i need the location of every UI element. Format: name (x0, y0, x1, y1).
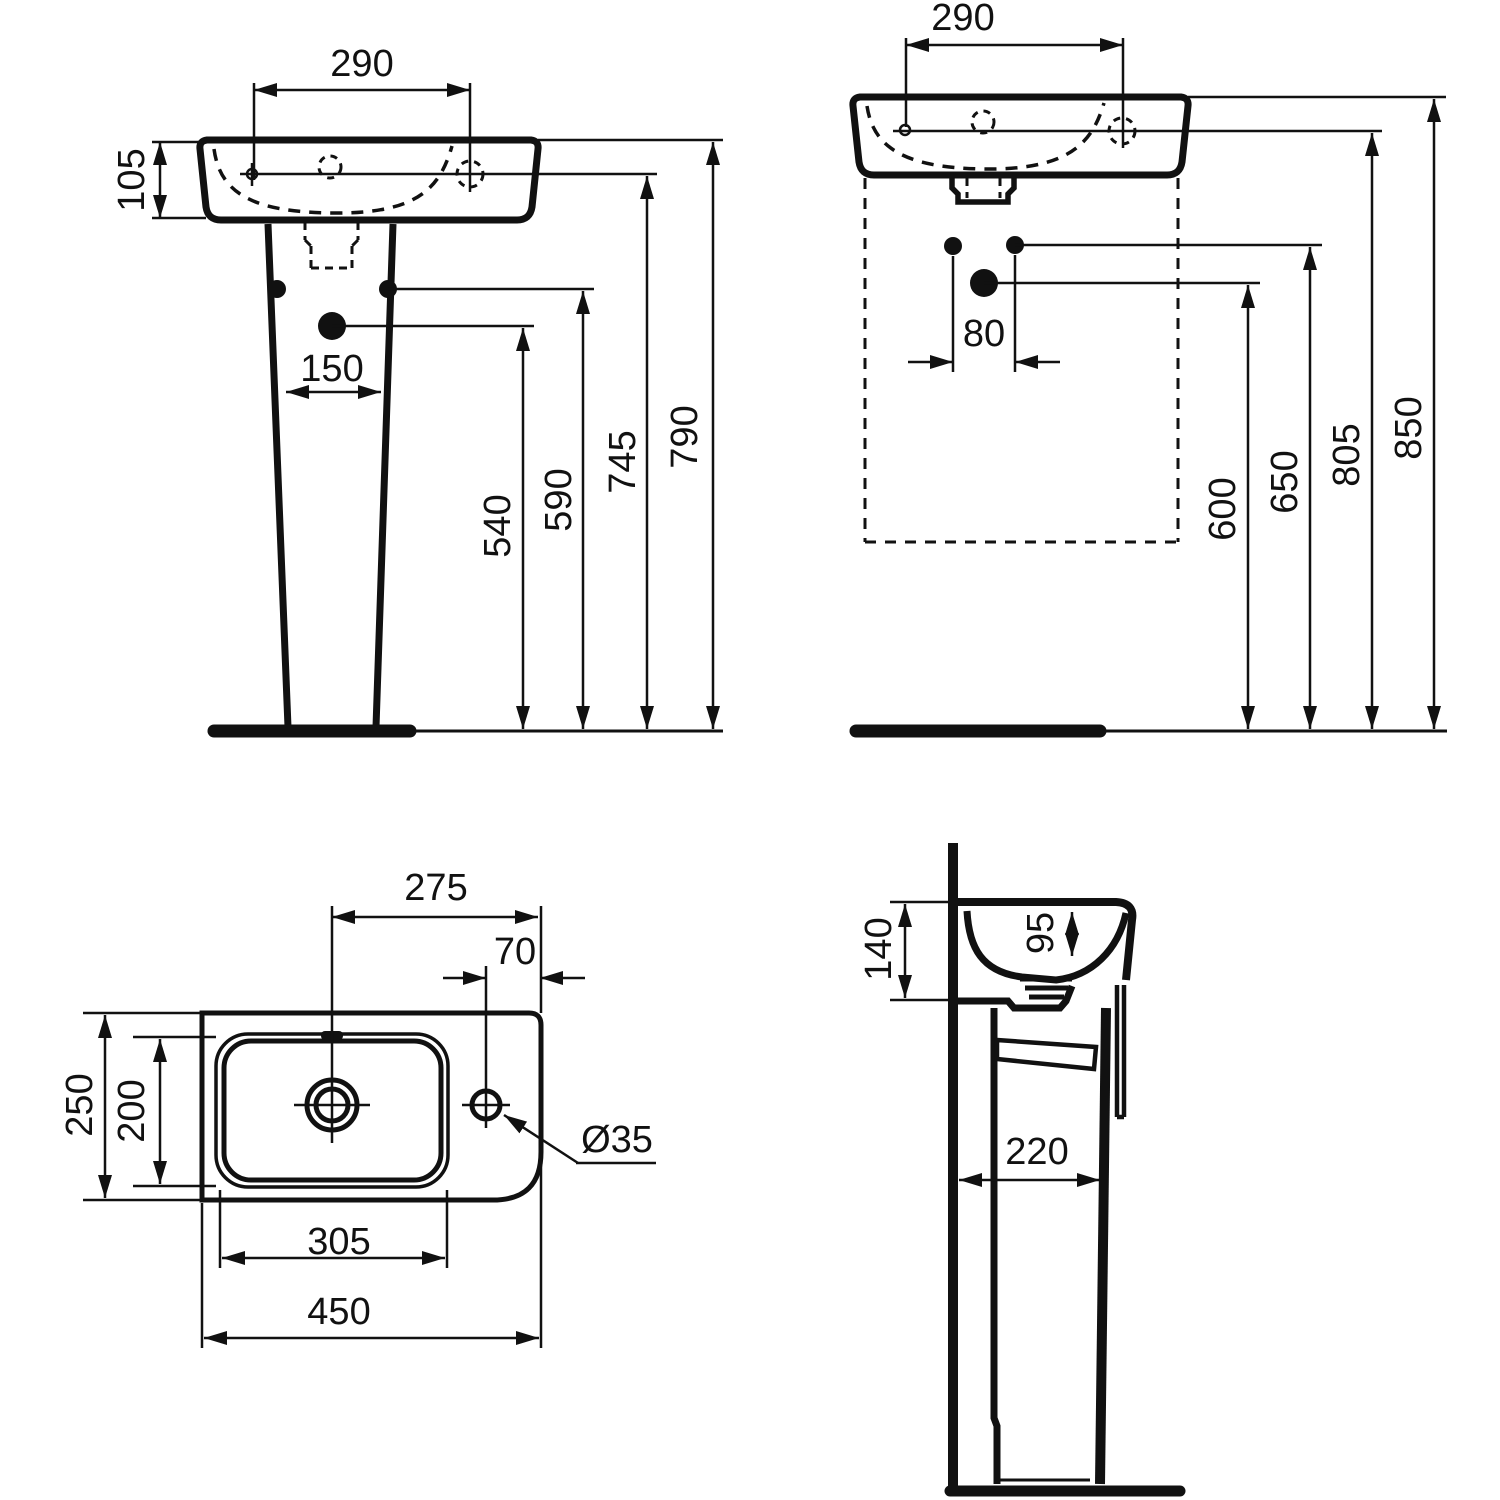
extension-lines (890, 900, 948, 1002)
dim-label-220: 220 (1005, 1131, 1068, 1173)
dim-label-200: 200 (111, 1079, 153, 1142)
pedestal-outline (264, 223, 397, 728)
basin-rim-profile (957, 898, 1137, 981)
trap-dashed-inner (965, 178, 1002, 198)
dim-label-600: 600 (1202, 477, 1244, 540)
basin-underside (957, 984, 1076, 1012)
front-apron (1114, 985, 1127, 1120)
fixing-dot-left (268, 280, 286, 298)
dim-label-140: 140 (858, 917, 900, 980)
side-section-view: 140 95 220 (858, 843, 1186, 1497)
dim-label-805: 805 (1326, 423, 1368, 486)
plan-view: 275 70 250 200 305 450 Ø35 (59, 867, 656, 1348)
dim-label-850: 850 (1388, 396, 1430, 459)
fixing-bracket (994, 1037, 1099, 1072)
dim-label-745: 745 (602, 430, 644, 493)
basin-outline (849, 93, 1192, 179)
dim-label-150: 150 (300, 348, 363, 390)
extension-lines (893, 38, 1446, 372)
pedestal-back-line (990, 1008, 1001, 1484)
dim-label-590: 590 (538, 468, 580, 531)
dim-label-450: 450 (307, 1291, 370, 1333)
dia35-leader-arrow (503, 1113, 579, 1165)
dim-label-95: 95 (1020, 912, 1062, 954)
dim-label-290-wall: 290 (931, 0, 994, 39)
overflow-hole-dashed (317, 154, 343, 180)
dim-label-650: 650 (1264, 450, 1306, 513)
dim-label-275: 275 (404, 867, 467, 909)
trap-outline (949, 178, 1017, 205)
bowl-dashed-arc (865, 102, 1106, 171)
wall-fixing-view: 290 80 600 650 805 850 (849, 0, 1447, 738)
dim-label-dia35: Ø35 (581, 1119, 653, 1161)
extension-lines (152, 83, 723, 328)
front-view-with-pedestal: 290 105 150 540 590 745 790 (111, 43, 723, 738)
trap-dashed (303, 222, 360, 270)
dim-label-790: 790 (664, 405, 706, 468)
dim-label-80: 80 (963, 313, 1005, 355)
dim-label-290-front: 290 (330, 43, 393, 85)
dim-label-305: 305 (307, 1221, 370, 1263)
dim-label-105: 105 (111, 148, 153, 211)
dim-label-540: 540 (477, 494, 519, 557)
dim-label-70: 70 (494, 931, 536, 973)
pedestal-front-line (1095, 1007, 1111, 1485)
basin-outline (196, 136, 542, 224)
drain-flange-lines (1020, 976, 1072, 1000)
extension-lines (83, 906, 543, 1348)
dim-label-250: 250 (59, 1073, 101, 1136)
fixing-dot-left (944, 237, 962, 255)
mounting-zone-dashed (863, 178, 1180, 544)
overflow-hole-dashed (970, 109, 996, 135)
bowl-dashed-arc (212, 145, 454, 215)
